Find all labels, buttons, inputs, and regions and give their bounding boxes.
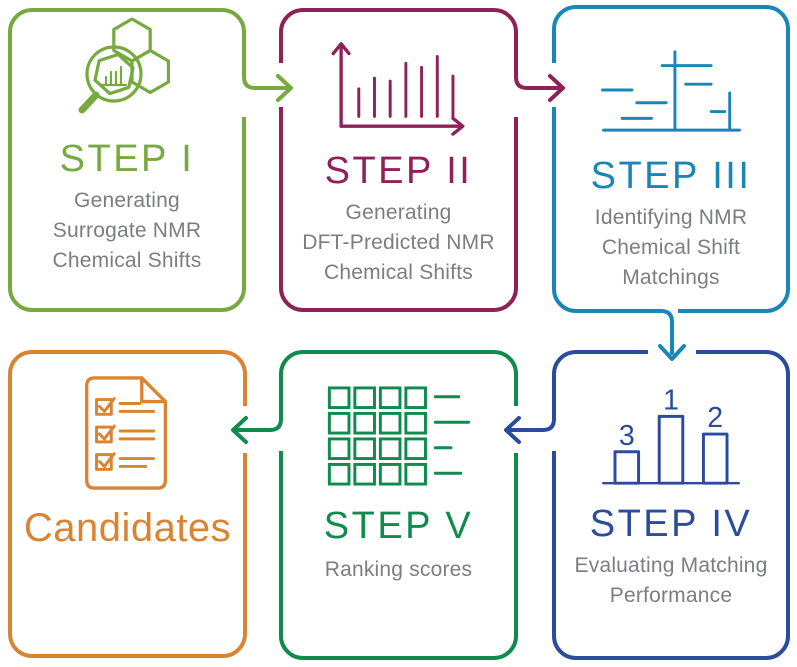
- lens-hexagon: [93, 52, 135, 96]
- hexagon-ring-bottom: [130, 48, 171, 95]
- rank-label-1: 1: [663, 384, 679, 416]
- step-card-1: STEP I Generating Surrogate NMR Chemical…: [8, 8, 246, 312]
- step-title: STEP II: [324, 150, 473, 192]
- score-squares: [327, 386, 427, 486]
- ranking-bar-chart-icon: 3 1 2: [602, 384, 740, 485]
- step-subtitle: Generating Surrogate NMR Chemical Shifts: [53, 186, 202, 276]
- subtitle-line: Chemical Shifts: [52, 249, 202, 272]
- step-card-5: STEP V Ranking scores: [279, 350, 518, 660]
- score-dashes: [433, 395, 470, 475]
- bar-rank-3: [613, 450, 641, 485]
- step-subtitle: Identifying NMR Chemical Shift Matchings: [595, 203, 747, 293]
- mini-spectrum: [100, 65, 128, 87]
- bar-rank-2: [701, 432, 729, 485]
- subtitle-line: Matchings: [622, 266, 720, 289]
- document-outline: [84, 376, 167, 490]
- subtitle-line: Surrogate NMR: [52, 219, 202, 242]
- y-axis-arrowhead: [331, 42, 351, 56]
- x-axis-arrowhead: [450, 116, 464, 136]
- nmr-spectrum-axes-icon: [331, 42, 464, 136]
- step-title: STEP I: [59, 138, 195, 180]
- rank-label-2: 2: [707, 402, 723, 434]
- step-subtitle: Evaluating Matching Performance: [575, 551, 768, 611]
- spectrum-peaks: [356, 55, 454, 118]
- subtitle-line: Evaluating Matching: [574, 554, 768, 577]
- checklist-rows: [94, 397, 155, 471]
- subtitle-line: Chemical Shift: [601, 236, 741, 259]
- score-grid-icon: [327, 386, 470, 486]
- rank-label-3: 3: [619, 420, 635, 452]
- step-card-4: 3 1 2 STEP IV Evaluating Matching Perfor…: [552, 350, 790, 660]
- step-title: STEP IV: [589, 503, 753, 545]
- subtitle-line: Ranking scores: [324, 558, 473, 581]
- magnifier-molecule-icon: [78, 17, 171, 114]
- subtitle-line: Generating: [345, 201, 452, 224]
- magnifier-handle: [78, 91, 100, 114]
- candidates-card: Candidates: [8, 350, 247, 658]
- checklist-document-icon: [84, 376, 167, 490]
- subtitle-line: Chemical Shifts: [324, 261, 473, 284]
- subtitle-line: Performance: [609, 584, 733, 607]
- subtitle-line: Generating: [74, 189, 180, 212]
- step-card-2: STEP II Generating DFT-Predicted NMR Che…: [279, 8, 518, 312]
- bar-rank-1: [657, 414, 685, 485]
- subtitle-line: DFT-Predicted NMR: [302, 231, 495, 254]
- candidates-title: Candidates: [23, 506, 232, 550]
- shift-matching-icon: [600, 50, 741, 132]
- step-card-3: STEP III Identifying NMR Chemical Shift …: [552, 5, 790, 313]
- step-title: STEP V: [323, 505, 474, 547]
- step-subtitle: Generating DFT-Predicted NMR Chemical Sh…: [302, 198, 494, 288]
- lens-circle: [85, 45, 143, 103]
- step-title: STEP III: [590, 155, 752, 197]
- step-subtitle: Ranking scores: [325, 555, 473, 585]
- folded-corner: [139, 376, 167, 404]
- subtitle-line: Identifying NMR: [594, 206, 748, 229]
